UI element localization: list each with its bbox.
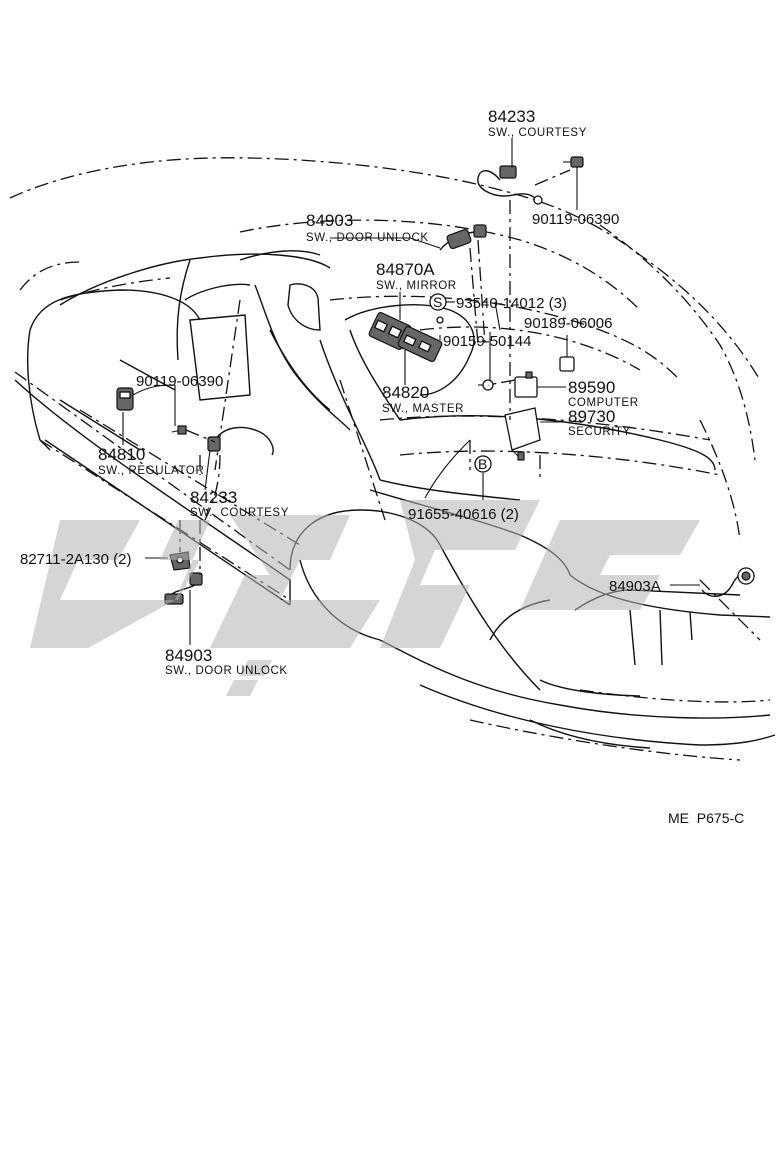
part-number-label: 89590	[568, 378, 615, 397]
part-desc-label: SW., DOOR UNLOCK	[165, 665, 288, 677]
watermark-logo	[30, 500, 700, 696]
part-number-label: 84903	[165, 646, 212, 665]
part-number-label: 90119-06390	[532, 211, 619, 228]
courtesy-switch-lower-icon	[207, 426, 274, 456]
master-switch-icon	[397, 316, 444, 363]
part-number-label: 84810	[98, 445, 145, 464]
courtesy-switch-top-icon	[477, 165, 543, 205]
part-number-label: 84233	[488, 107, 535, 126]
part-desc-label: SW., COURTESY	[488, 127, 587, 139]
part-desc-label: SW., MASTER	[382, 403, 464, 415]
part-number-label: 89730	[568, 407, 615, 426]
part-number-label: 90189-06006	[524, 315, 612, 332]
marker-s-label: S	[433, 294, 442, 310]
part-number-label: 84903A	[609, 578, 661, 595]
part-number-label: 91655-40616 (2)	[408, 506, 519, 523]
part-number-label: 84233	[190, 488, 237, 507]
part-number-label: 90119-06390	[136, 373, 223, 390]
part-number-label: 84820	[382, 383, 429, 402]
reference-code: ME P675-C	[668, 810, 744, 826]
part-number-label: 82711-2A130 (2)	[20, 551, 131, 568]
computer-module-icon	[514, 371, 538, 398]
bolt-left-icon	[171, 425, 187, 435]
security-module-icon	[504, 407, 541, 461]
part-desc-label: SW., MIRROR	[376, 280, 457, 292]
bolt-icon	[563, 156, 584, 168]
regulator-switch-icon	[116, 387, 134, 411]
door-unlock-switch-top-icon	[439, 224, 487, 251]
part-number-label: 90159-50144	[443, 333, 531, 350]
nut-icon	[559, 356, 575, 372]
marker-b-label: B	[478, 456, 487, 472]
part-desc-label: COMPUTER	[568, 397, 639, 409]
marker-b-icon: B	[474, 455, 492, 473]
part-number-label: 93540-14012 (3)	[456, 295, 567, 312]
part-desc-label: SW., REGULATOR	[98, 465, 204, 477]
part-number-label: 84870A	[376, 260, 435, 279]
part-desc-label: SW., COURTESY	[190, 507, 289, 519]
trunk-unlock-switch-icon	[701, 567, 755, 597]
part-labels: 84233 SW., COURTESY 90119-06390 84903 SW…	[20, 107, 744, 826]
marker-s-icon: S	[429, 293, 447, 311]
part-number-label: 84903	[306, 211, 353, 230]
screw-icon	[478, 379, 494, 391]
part-desc-label: SW., DOOR UNLOCK	[306, 232, 429, 244]
part-desc-label: SECURITY	[568, 426, 631, 438]
